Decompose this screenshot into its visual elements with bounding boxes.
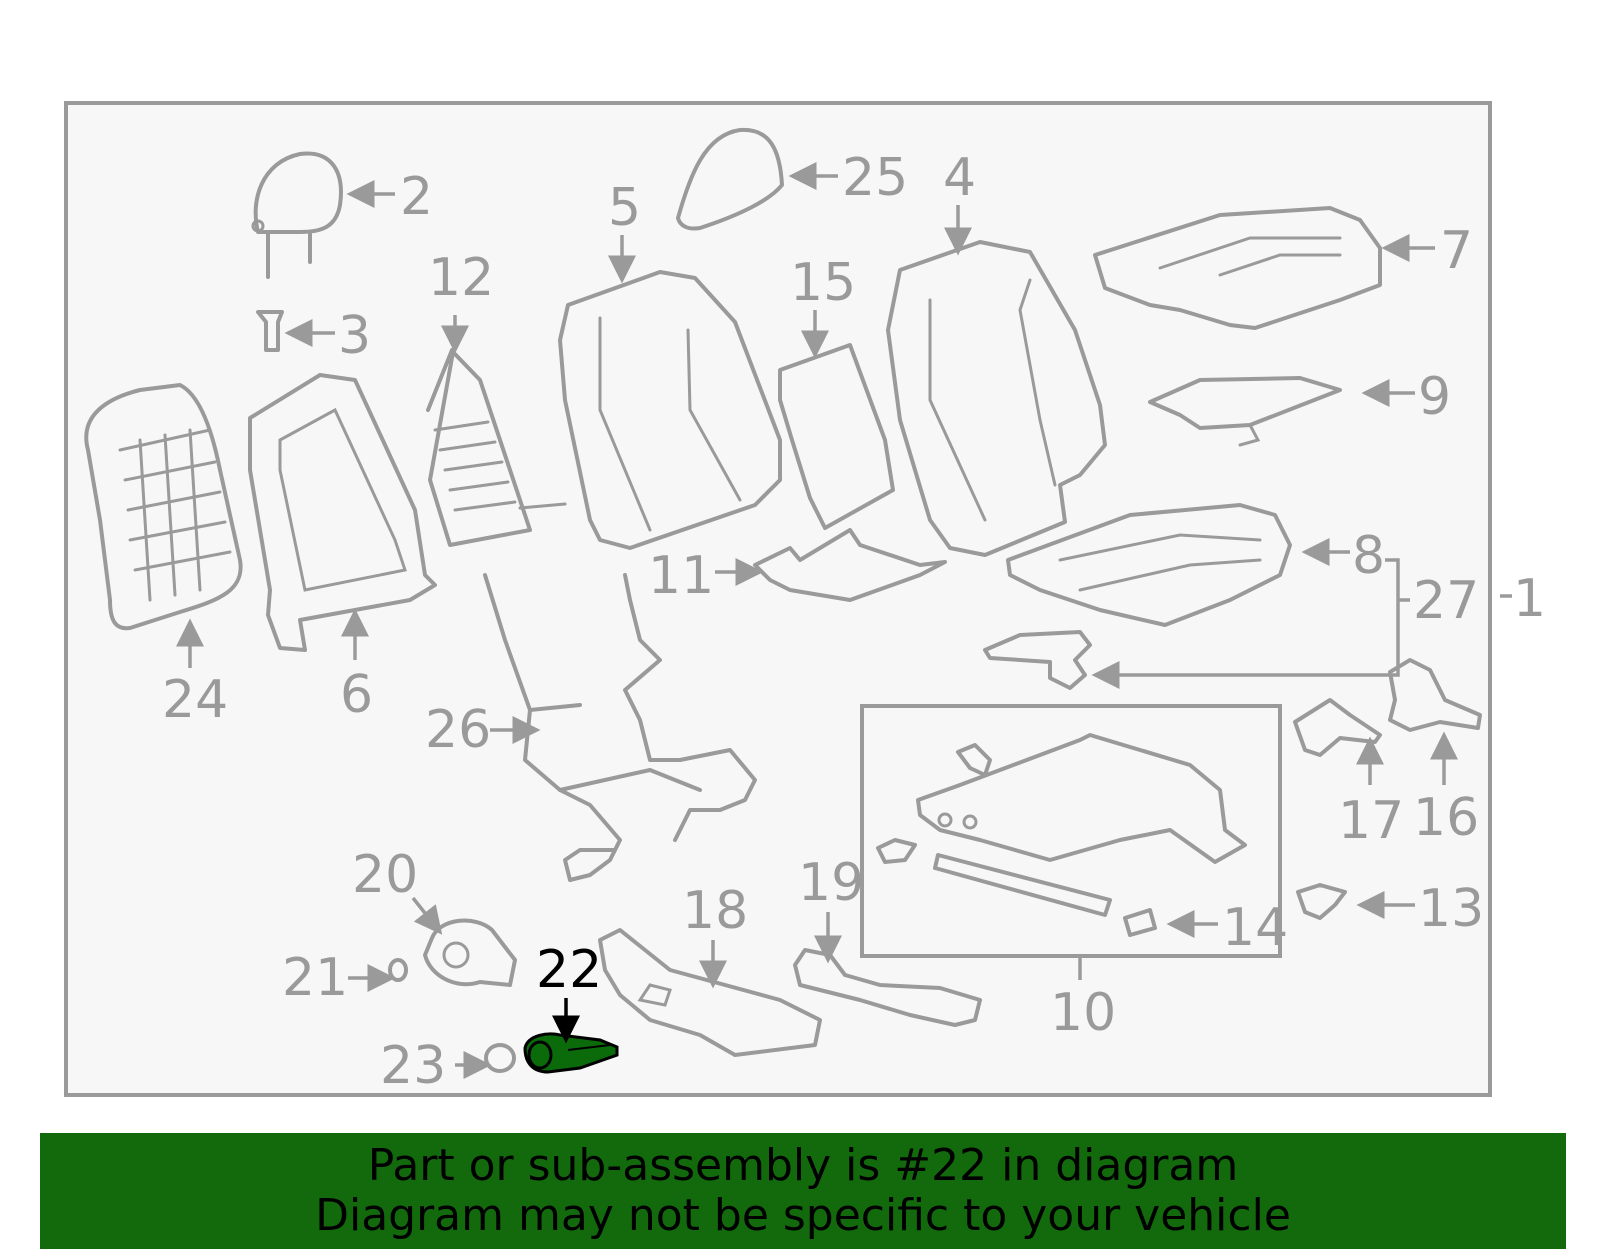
label-2: 2 — [400, 167, 433, 227]
label-27: 27 — [1413, 571, 1479, 631]
part-11-bracket[interactable] — [753, 528, 947, 602]
label-11: 11 — [648, 546, 714, 606]
part-10-track-assembly[interactable] — [876, 733, 1247, 937]
part-5-seatback-cover[interactable] — [558, 270, 782, 550]
part-27-bracket[interactable] — [983, 630, 1092, 690]
part-12-spring-mat[interactable] — [426, 348, 567, 547]
label-6: 6 — [340, 665, 373, 725]
label-25: 25 — [842, 148, 908, 208]
part-20-cover[interactable] — [423, 918, 517, 987]
label-19: 19 — [798, 853, 864, 913]
leader-arrows — [176, 162, 1512, 1079]
label-26: 26 — [425, 700, 491, 760]
part-9-bracket[interactable] — [1148, 376, 1342, 447]
label-17: 17 — [1338, 791, 1404, 851]
info-banner: Part or sub-assembly is #22 in diagram D… — [40, 1133, 1566, 1249]
part-25-headrest[interactable] — [676, 127, 784, 231]
banner-line-1: Part or sub-assembly is #22 in diagram — [367, 1140, 1239, 1191]
label-16: 16 — [1413, 788, 1479, 848]
label-15: 15 — [790, 253, 856, 313]
part-10-box — [860, 704, 1282, 958]
part-24-back-board[interactable] — [84, 383, 243, 631]
part-16-cover[interactable] — [1388, 658, 1482, 732]
label-9: 9 — [1418, 367, 1451, 427]
label-13: 13 — [1418, 879, 1484, 939]
diagram-frame — [64, 101, 1492, 1097]
label-4: 4 — [943, 148, 976, 208]
label-21: 21 — [282, 948, 348, 1008]
label-8: 8 — [1352, 526, 1385, 586]
label-12: 12 — [428, 248, 494, 308]
label-14: 14 — [1222, 898, 1288, 958]
label-3: 3 — [338, 306, 371, 366]
label-20: 20 — [352, 845, 418, 905]
part-3-guide[interactable] — [256, 310, 284, 352]
label-10: 10 — [1050, 983, 1116, 1043]
part-15-pad[interactable] — [778, 343, 895, 530]
part-13-cap[interactable] — [1296, 883, 1347, 920]
part-2-headrest[interactable] — [251, 151, 343, 279]
part-8-cushion-pad[interactable] — [1006, 503, 1292, 627]
label-5: 5 — [608, 178, 641, 238]
label-1: 1 — [1513, 569, 1546, 629]
label-24: 24 — [162, 670, 228, 730]
part-18-side-shield[interactable] — [598, 928, 822, 1057]
part-7-cushion-cover[interactable] — [1093, 206, 1382, 330]
part-22-highlighted[interactable] — [523, 1032, 619, 1074]
label-7: 7 — [1440, 221, 1473, 281]
part-26-wire-harness[interactable] — [483, 573, 757, 882]
banner-line-2: Diagram may not be specific to your vehi… — [315, 1190, 1291, 1241]
part-4-seatback-pad[interactable] — [886, 240, 1107, 557]
label-22: 22 — [536, 940, 602, 1000]
label-18: 18 — [682, 881, 748, 941]
label-23: 23 — [380, 1036, 446, 1096]
